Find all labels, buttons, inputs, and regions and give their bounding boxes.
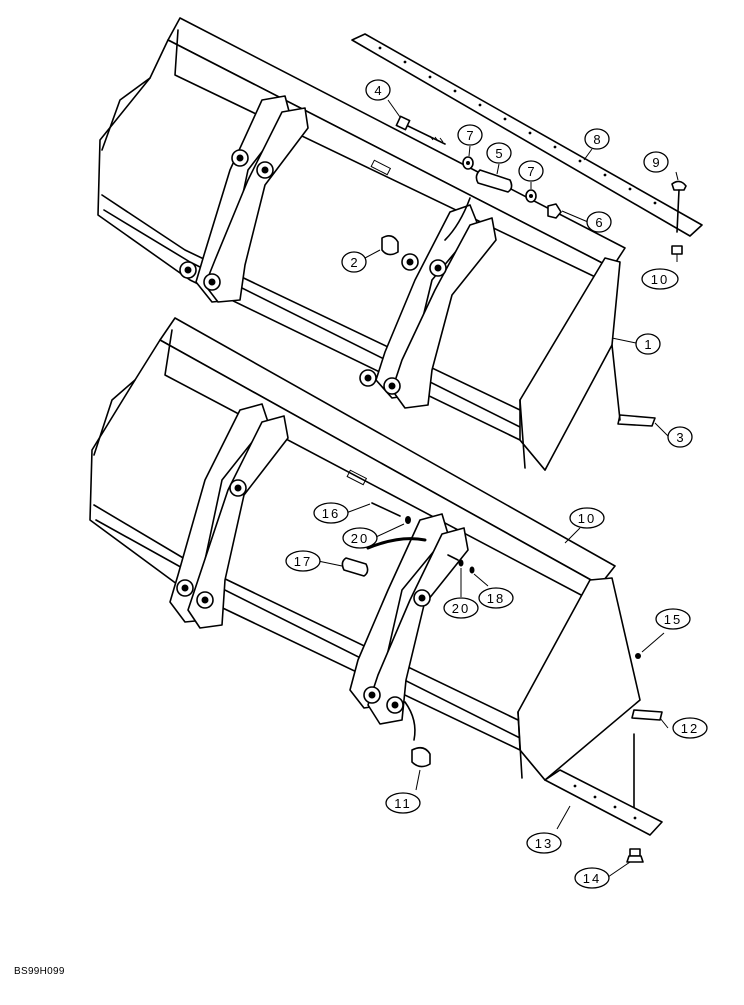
callout-7a: 7	[457, 124, 483, 146]
svg-text:14: 14	[583, 871, 601, 886]
svg-text:2: 2	[350, 255, 357, 270]
svg-text:4: 4	[374, 83, 381, 98]
callout-4: 4	[365, 79, 391, 101]
callout-14: 13	[526, 832, 562, 854]
callout-5: 5	[486, 142, 512, 164]
svg-text:5: 5	[495, 146, 502, 161]
svg-text:1: 1	[644, 337, 651, 352]
svg-text:17: 17	[294, 554, 312, 569]
svg-text:9: 9	[652, 155, 659, 170]
svg-text:20: 20	[351, 531, 369, 546]
callout-10: 10	[641, 268, 679, 290]
callout-15: 14	[574, 867, 610, 889]
callout-2: 2	[341, 251, 367, 273]
callout-11: 10	[569, 507, 605, 529]
callout-16: 15	[655, 608, 691, 630]
callout-3: 3	[667, 426, 693, 448]
svg-text:13: 13	[535, 836, 553, 851]
svg-text:6: 6	[595, 215, 602, 230]
diagram-code: BS99H099	[14, 966, 65, 977]
callout-18: 17	[285, 550, 321, 572]
callout-17: 16	[313, 502, 349, 524]
callout-13: 12	[672, 717, 708, 739]
callout-6: 6	[586, 211, 612, 233]
svg-text:3: 3	[676, 430, 683, 445]
svg-text:11: 11	[394, 796, 412, 811]
callout-7b: 7	[518, 160, 544, 182]
svg-text:8: 8	[593, 132, 600, 147]
svg-text:20: 20	[452, 601, 470, 616]
callout-9: 9	[643, 151, 669, 173]
svg-text:7: 7	[527, 164, 534, 179]
callout-1: 1	[635, 333, 661, 355]
svg-text:7: 7	[466, 128, 473, 143]
callout-8: 8	[584, 128, 610, 150]
callout-20b: 20	[443, 597, 479, 619]
callout-20a: 20	[342, 527, 378, 549]
svg-text:12: 12	[681, 721, 699, 736]
callout-12: 11	[385, 792, 421, 814]
lower-bucket	[89, 317, 663, 863]
svg-text:10: 10	[651, 272, 669, 287]
svg-text:15: 15	[664, 612, 682, 627]
svg-text:18: 18	[487, 591, 505, 606]
callouts: 4 7 5 7 8 9 6 2 10 1 3 16 10 20 17 18 20…	[285, 79, 708, 889]
leader-lines	[317, 99, 679, 878]
svg-text:10: 10	[578, 511, 596, 526]
svg-text:16: 16	[322, 506, 340, 521]
callout-19: 18	[478, 587, 514, 609]
